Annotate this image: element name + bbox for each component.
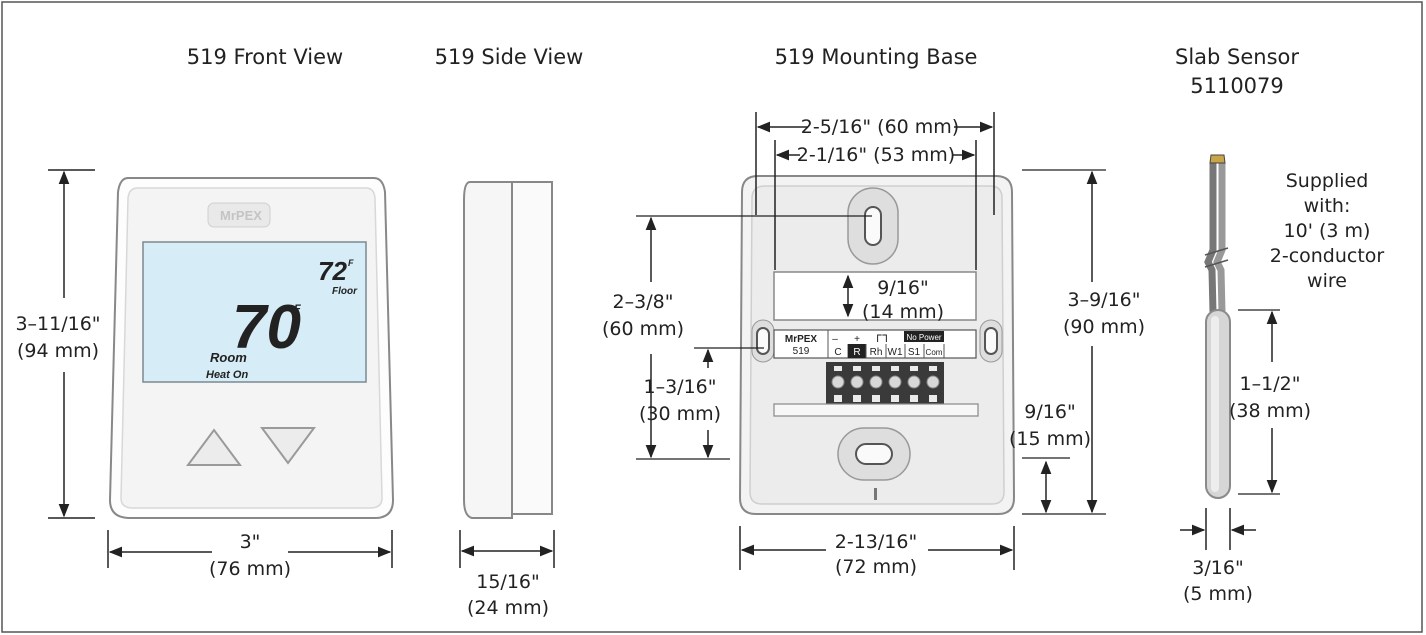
down-arrow-button[interactable] bbox=[260, 427, 316, 465]
base-outer-width: 2-5/16" (60 mm) bbox=[801, 116, 959, 138]
svg-text:ᒥᒣ: ᒥᒣ bbox=[876, 334, 888, 345]
room-temperature: 70 bbox=[232, 293, 301, 362]
label-window bbox=[773, 271, 977, 321]
terminal-model: 519 bbox=[793, 346, 810, 357]
slot-to-bottom-in: 9/16" bbox=[1024, 401, 1075, 423]
hole-to-top-in: 2–3/8" bbox=[613, 291, 674, 313]
terminal-block bbox=[826, 362, 944, 406]
base-width-mm: (72 mm) bbox=[835, 556, 917, 578]
mounting-base-title: 519 Mounting Base bbox=[775, 45, 978, 69]
floor-temperature: 72 bbox=[318, 256, 347, 286]
probe-length-in: 1–1/2" bbox=[1240, 373, 1301, 395]
probe-diameter-in: 3/16" bbox=[1192, 557, 1243, 579]
side-view: 15/16" (24 mm) bbox=[459, 181, 555, 619]
front-view-title: 519 Front View bbox=[187, 45, 343, 69]
brand-logo: MrPEX bbox=[220, 208, 262, 223]
slab-sensor-title: Slab Sensor bbox=[1175, 45, 1299, 69]
front-height-mm: (94 mm) bbox=[17, 340, 99, 362]
room-label: Room bbox=[210, 350, 247, 365]
terminal-brand: MrPEX bbox=[785, 334, 818, 345]
base-height-in: 3–9/16" bbox=[1068, 289, 1141, 311]
base-inner-width: 2-1/16" (53 mm) bbox=[797, 144, 955, 166]
left-mounting-hole bbox=[756, 327, 770, 355]
no-power-label: No Power bbox=[906, 333, 941, 342]
brand-badge bbox=[207, 202, 271, 228]
slab-sensor-part-number: 5110079 bbox=[1190, 74, 1284, 98]
side-profile bbox=[511, 181, 553, 515]
front-height-in: 3–11/16" bbox=[15, 313, 100, 335]
right-mounting-hole bbox=[984, 327, 998, 355]
side-view-title: 519 Side View bbox=[435, 45, 584, 69]
supplied-line-3: 10' (3 m) bbox=[1284, 220, 1371, 242]
sensor-wire bbox=[1204, 163, 1217, 313]
front-view: MrPEX 70 F 72 F Floor Room Heat On 3–11/… bbox=[15, 169, 395, 580]
lcd-display bbox=[142, 241, 367, 383]
side-depth-in: 15/16" bbox=[476, 571, 540, 593]
mounting-base: MrPEX 519 – + ᒥᒣ No Power C R Rh W1 S1 C… bbox=[602, 112, 1145, 578]
slot-to-bottom-mm: (15 mm) bbox=[1009, 428, 1091, 450]
base-width-in: 2-13/16" bbox=[835, 531, 917, 553]
base-height-mm: (90 mm) bbox=[1063, 316, 1145, 338]
supplied-line-4: 2-conductor bbox=[1270, 245, 1385, 267]
terminal-com: Com bbox=[926, 348, 943, 357]
supplied-line-5: wire bbox=[1307, 270, 1347, 292]
floor-temperature-unit: F bbox=[348, 258, 354, 268]
terminal-w1: W1 bbox=[888, 347, 903, 358]
floor-label: Floor bbox=[332, 286, 358, 297]
supplied-line-2: with: bbox=[1304, 195, 1351, 217]
up-arrow-button[interactable] bbox=[186, 428, 242, 466]
terminal-s1: S1 bbox=[908, 347, 921, 358]
side-depth-mm: (24 mm) bbox=[467, 597, 549, 619]
front-width-mm: (76 mm) bbox=[209, 558, 291, 580]
terminal-c: C bbox=[834, 347, 841, 358]
terminal-rh: Rh bbox=[870, 347, 883, 358]
probe-diameter-mm: (5 mm) bbox=[1183, 583, 1253, 605]
slot-height-mm: (14 mm) bbox=[862, 301, 944, 323]
hole-to-bottom-mm: (30 mm) bbox=[639, 403, 721, 425]
front-width-in: 3" bbox=[240, 531, 261, 553]
hole-to-bottom-in: 1–3/16" bbox=[644, 376, 717, 398]
slab-sensor: Supplied with: 10' (3 m) 2-conductor wir… bbox=[1180, 154, 1385, 605]
supplied-line-1: Supplied bbox=[1286, 170, 1369, 192]
terminal-r: R bbox=[853, 347, 860, 358]
svg-text:–: – bbox=[832, 334, 838, 345]
probe-length-mm: (38 mm) bbox=[1229, 400, 1311, 422]
slot-height-in: 9/16" bbox=[877, 277, 928, 299]
room-temperature-unit: F bbox=[294, 303, 301, 315]
heat-status: Heat On bbox=[206, 369, 248, 381]
hole-to-top-mm: (60 mm) bbox=[602, 318, 684, 340]
svg-text:+: + bbox=[854, 334, 860, 345]
base-rail bbox=[773, 403, 979, 417]
